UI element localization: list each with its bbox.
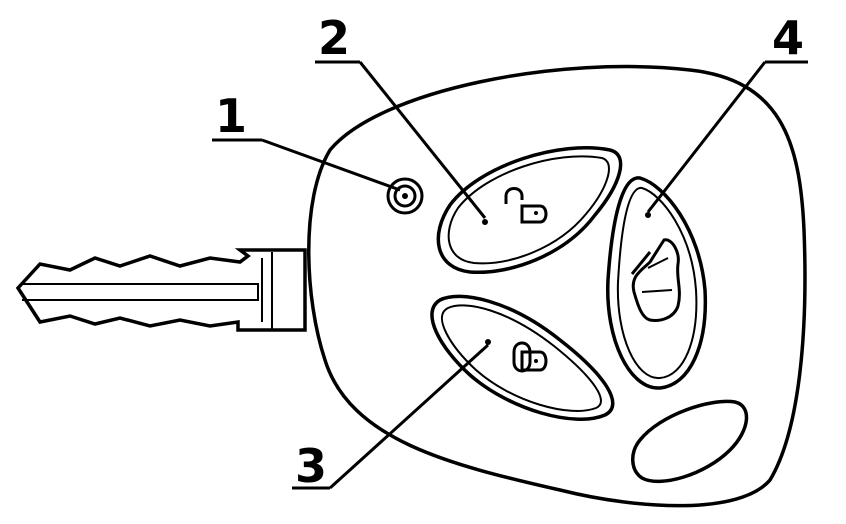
key-blade xyxy=(15,248,307,332)
callout-4-leader xyxy=(646,61,767,213)
callout-label-4: 4 xyxy=(772,11,804,65)
lock-padlock-icon xyxy=(512,341,548,373)
callout-label-1: 1 xyxy=(215,89,247,143)
unlock-padlock-icon xyxy=(504,187,548,224)
callout-label-3: 3 xyxy=(295,439,327,493)
lower-button-oval xyxy=(631,399,749,484)
callout-leaders xyxy=(212,60,808,490)
trunk-button[interactable] xyxy=(606,176,708,390)
callout-label-2: 2 xyxy=(318,11,350,65)
callout-2-leader xyxy=(358,61,487,219)
callout-3-leader xyxy=(328,343,490,490)
lock-button[interactable] xyxy=(430,294,615,421)
car-trunk-icon xyxy=(630,238,681,322)
indicator-led-icon xyxy=(386,177,424,215)
unlock-button[interactable] xyxy=(436,146,623,275)
callout-1-leader xyxy=(261,138,401,192)
